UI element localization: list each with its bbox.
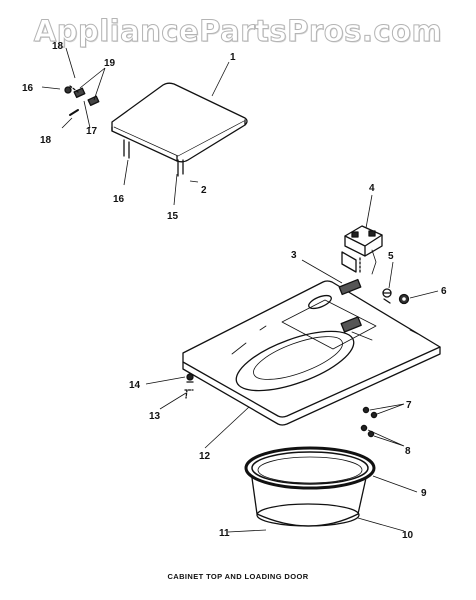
callout-14: 14 xyxy=(129,380,141,391)
callout-5: 5 xyxy=(388,251,394,262)
door-seal-ring[interactable] xyxy=(244,446,376,490)
leader-lines xyxy=(41,47,439,533)
callout-15: 15 xyxy=(167,211,179,222)
callout-6: 6 xyxy=(441,286,447,297)
callout-3: 3 xyxy=(291,250,297,261)
cabinet-top-panel[interactable] xyxy=(182,278,441,426)
callout-19: 19 xyxy=(104,58,116,69)
callout-16-lower: 16 xyxy=(113,194,125,205)
callout-9: 9 xyxy=(421,488,427,499)
hinge-bracket-17[interactable] xyxy=(64,85,100,116)
callout-4: 4 xyxy=(369,183,375,194)
callout-labels: 1 2 15 16 19 18 16 18 17 4 3 5 6 14 13 1… xyxy=(22,41,447,541)
diagram-caption: CABINET TOP AND LOADING DOOR xyxy=(167,572,309,581)
callout-11: 11 xyxy=(219,528,230,539)
fastener-7[interactable] xyxy=(362,406,378,419)
callout-16-upper: 16 xyxy=(22,83,34,94)
callout-1: 1 xyxy=(230,52,236,63)
loading-door-ring[interactable] xyxy=(251,477,367,527)
callout-18-lower: 18 xyxy=(40,135,52,146)
callout-17: 17 xyxy=(86,126,98,137)
callout-7: 7 xyxy=(406,400,412,411)
lid-hinge[interactable] xyxy=(123,139,184,177)
switch-nut-6[interactable] xyxy=(398,293,410,305)
screw-13[interactable] xyxy=(184,389,194,399)
switch-screw-5[interactable] xyxy=(382,288,392,304)
callout-18-upper: 18 xyxy=(52,41,64,52)
callout-8: 8 xyxy=(405,446,411,457)
callout-10: 10 xyxy=(402,530,414,541)
watermark-logo: AppliancePartsPros.com xyxy=(33,14,443,49)
callout-2: 2 xyxy=(201,185,207,196)
callout-13: 13 xyxy=(149,411,161,422)
loading-door-lid[interactable] xyxy=(111,82,248,163)
lid-switch[interactable] xyxy=(341,225,383,275)
clip-14[interactable] xyxy=(186,373,194,383)
callout-12: 12 xyxy=(199,451,211,462)
fastener-8[interactable] xyxy=(360,424,375,438)
